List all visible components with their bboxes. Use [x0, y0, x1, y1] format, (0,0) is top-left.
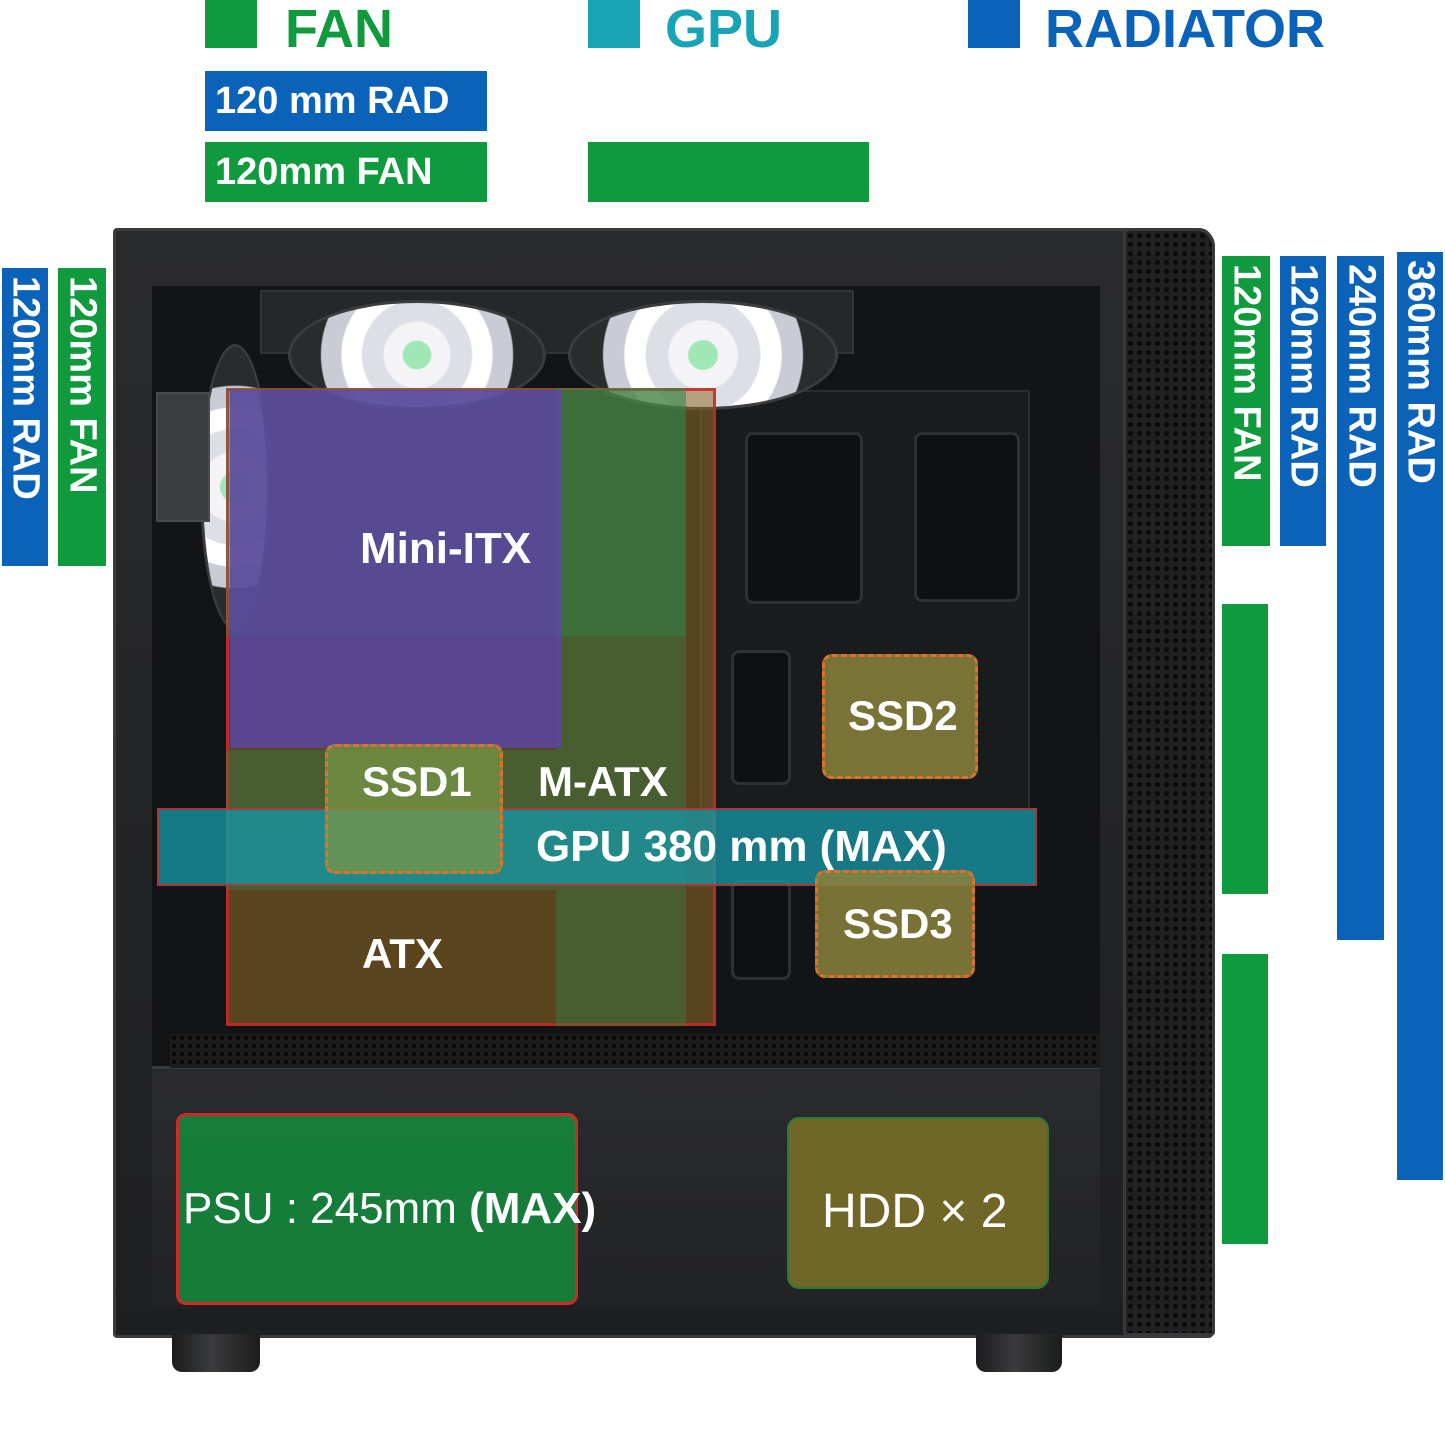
psu-area	[176, 1113, 578, 1305]
psu-label-prefix: PSU : 245mm	[183, 1184, 470, 1233]
ssd1-slot	[325, 744, 503, 874]
mini-itx-board-area	[230, 390, 562, 748]
radiator-legend-swatch	[968, 0, 1020, 48]
gpu-clearance-band	[157, 808, 1037, 886]
front-mesh-panel	[1123, 228, 1215, 1336]
top-fan-bar: 120mm FAN	[205, 142, 487, 202]
left-fan-bar-label: 120mm FAN	[61, 276, 104, 494]
case-foot-left	[172, 1334, 260, 1372]
ssd2-label: SSD2	[848, 692, 958, 739]
left-fan-bar: 120mm FAN	[58, 268, 106, 566]
ssd3-label: SSD3	[843, 900, 953, 947]
right-fan-bar-3	[1222, 954, 1268, 1244]
tray-cutout-4	[731, 880, 791, 980]
right-rad-360-label: 360mm RAD	[1399, 260, 1442, 484]
ssd1-label: SSD1	[362, 758, 472, 805]
m-atx-label: M-ATX	[538, 758, 668, 805]
right-rad-360-bar: 360mm RAD	[1397, 252, 1443, 1180]
ssd2-slot	[822, 654, 978, 779]
tray-cutout-3	[731, 650, 791, 785]
gpu-legend-swatch	[588, 0, 640, 48]
radiator-legend-label: RADIATOR	[1045, 0, 1325, 59]
shroud-vent	[170, 1034, 1100, 1068]
psu-label-suffix: (MAX)	[469, 1184, 597, 1233]
right-rad-240-bar: 240mm RAD	[1337, 256, 1384, 940]
right-rad-240-label: 240mm RAD	[1340, 264, 1382, 488]
right-fan-bar-label: 120mm FAN	[1225, 264, 1268, 482]
hdd-label: HDD × 2	[822, 1185, 1008, 1238]
gpu-legend-label: GPU	[665, 0, 783, 59]
ssd3-slot	[815, 870, 975, 978]
case-foot-right	[976, 1334, 1062, 1372]
mini-itx-label: Mini-ITX	[360, 524, 532, 573]
left-rad-bar: 120mm RAD	[2, 268, 48, 566]
left-rad-bar-label: 120mm RAD	[4, 276, 47, 500]
tray-cutout-1	[745, 432, 863, 604]
hdd-bay-area	[787, 1117, 1049, 1289]
top-rad-bar: 120 mm RAD	[205, 71, 487, 131]
right-rad-120-label: 120mm RAD	[1282, 264, 1325, 488]
psu-label: PSU : 245mm (MAX)	[183, 1184, 596, 1234]
top-fan-bar-2	[588, 142, 869, 202]
m-atx-board-area-side	[556, 388, 686, 1026]
right-fan-bar-1: 120mm FAN	[1222, 256, 1270, 546]
right-rad-120-bar: 120mm RAD	[1280, 256, 1326, 546]
rear-io-grille	[156, 392, 210, 522]
fan-legend-swatch	[205, 0, 257, 48]
fan-legend-label: FAN	[285, 0, 393, 59]
gpu-clearance-label: GPU 380 mm (MAX)	[536, 822, 947, 871]
atx-label: ATX	[362, 930, 443, 977]
right-fan-bar-2	[1222, 604, 1268, 894]
tray-cutout-2	[914, 432, 1020, 602]
